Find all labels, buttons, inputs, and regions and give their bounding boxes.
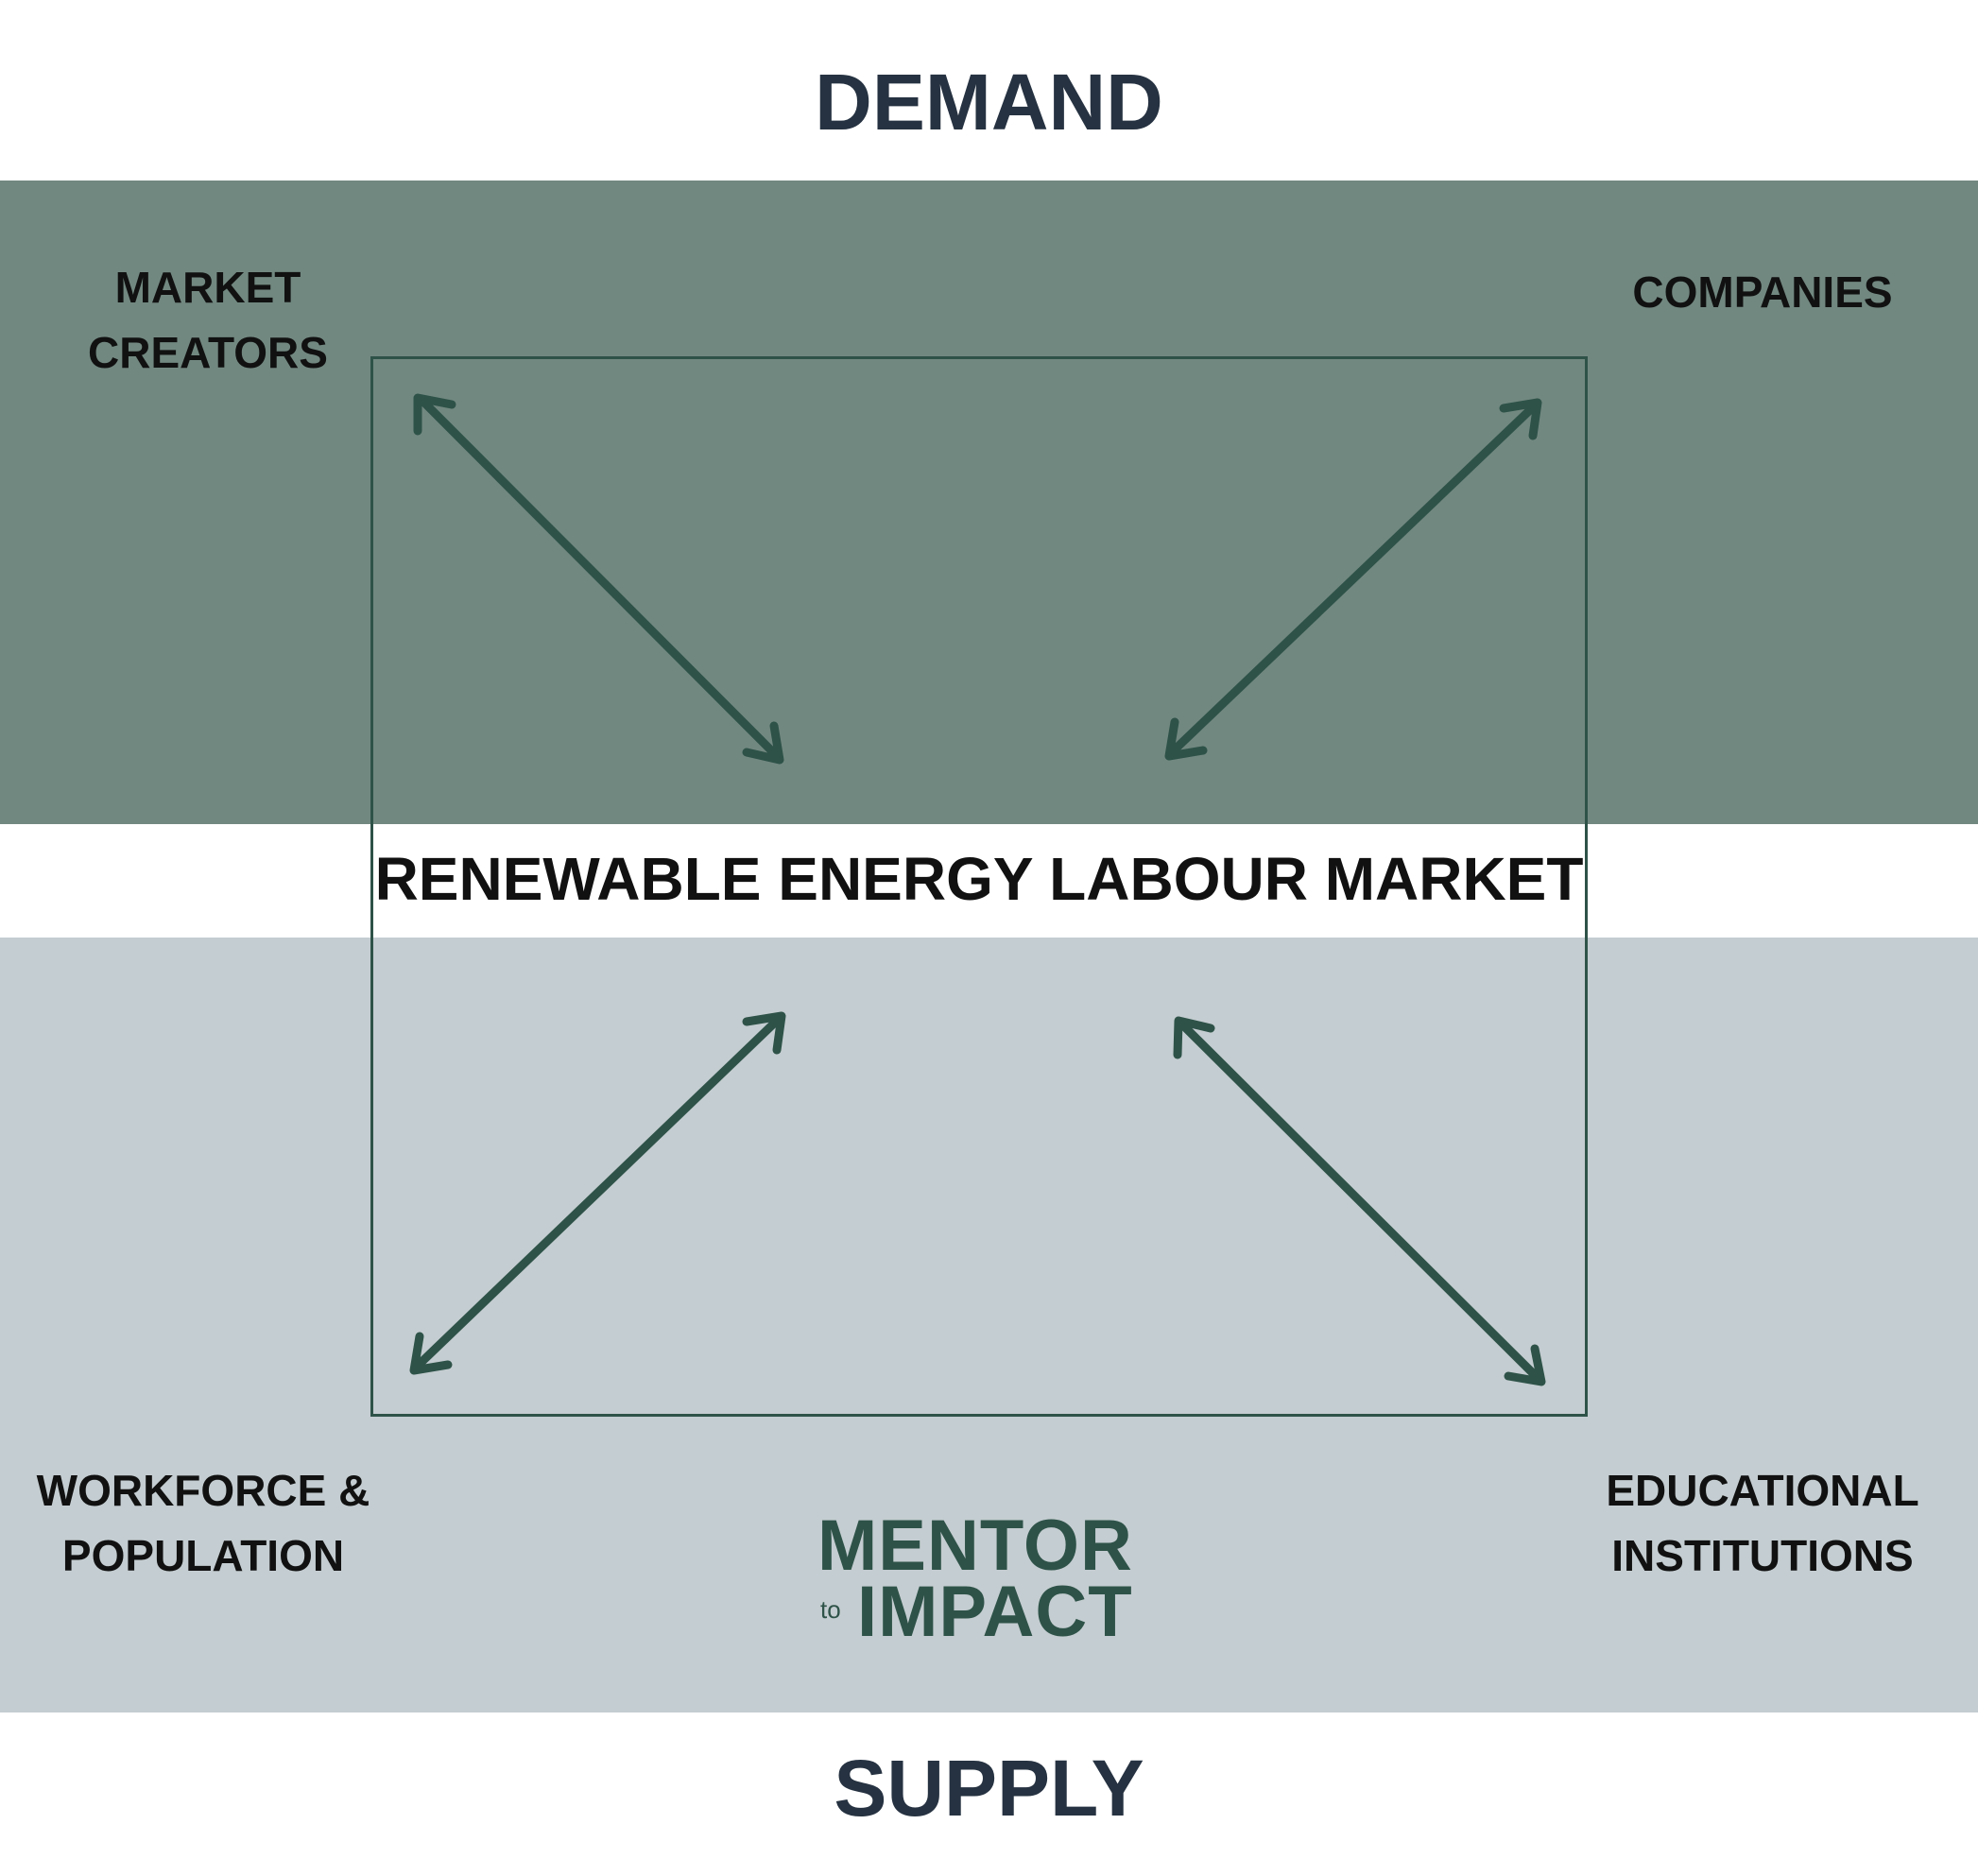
- market-creators-line-2: CREATORS: [88, 328, 328, 377]
- companies-line-1: COMPANIES: [1632, 267, 1893, 317]
- logo-impact-text: IMPACT: [857, 1572, 1133, 1652]
- logo-mentor-text: MENTOR: [817, 1506, 1133, 1586]
- arrow-companies: [1164, 398, 1542, 761]
- companies-label: COMPANIES: [1607, 260, 1918, 325]
- demand-heading: DEMAND: [815, 58, 1163, 146]
- logo-to-text: to: [820, 1595, 841, 1624]
- educational-line-2: INSTITUTIONS: [1611, 1531, 1914, 1580]
- arrow-educational: [1173, 1016, 1546, 1386]
- market-creators-line-1: MARKET: [114, 263, 301, 312]
- center-title: RENEWABLE ENERGY LABOUR MARKET: [374, 845, 1584, 913]
- workforce-line-1: WORKFORCE &: [36, 1466, 370, 1515]
- supply-heading: SUPPLY: [834, 1744, 1144, 1833]
- market-frame: [370, 356, 1588, 1417]
- demand-band: [0, 181, 1978, 824]
- supply-band: [0, 938, 1978, 1712]
- educational-line-1: EDUCATIONAL: [1606, 1466, 1919, 1515]
- workforce-line-2: POPULATION: [61, 1531, 345, 1580]
- arrow-market-creators: [413, 393, 784, 765]
- educational-label: EDUCATIONAL INSTITUTIONS: [1578, 1458, 1947, 1589]
- arrow-workforce: [409, 1011, 786, 1375]
- workforce-label: WORKFORCE & POPULATION: [19, 1458, 387, 1589]
- market-creators-label: MARKET CREATORS: [76, 255, 340, 386]
- mentor-to-impact-logo: MENTOR to IMPACT: [813, 1510, 1153, 1661]
